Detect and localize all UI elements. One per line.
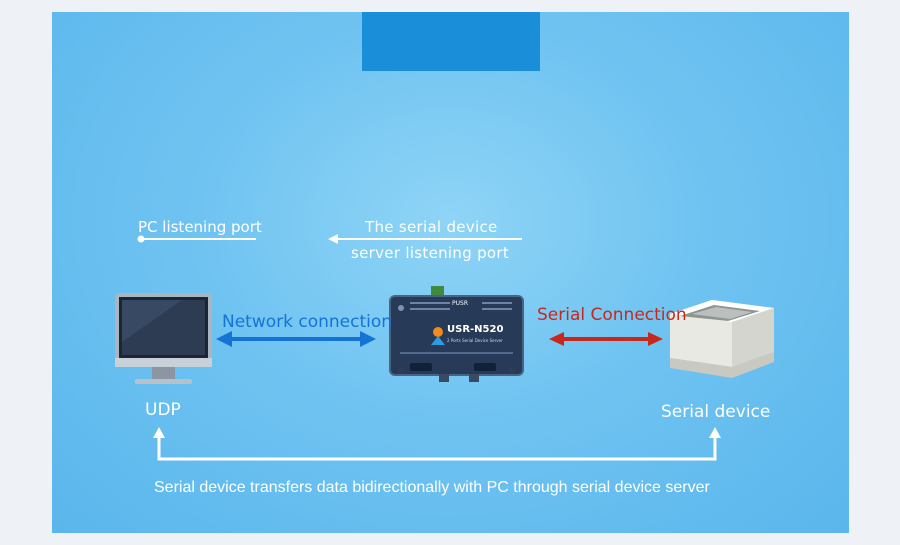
printer-icon <box>670 300 774 378</box>
serial-server-icon <box>389 286 524 382</box>
serial-connection-arrow <box>549 332 663 346</box>
device-brand: PUSR <box>452 300 468 307</box>
network-connection-arrow <box>216 331 376 347</box>
pc-listening-port-label: PC listening port <box>138 218 262 236</box>
bidirectional-bracket <box>153 427 721 461</box>
udp-label: UDP <box>145 400 181 420</box>
device-subtitle: 2 Ports Serial Device Server <box>447 338 503 343</box>
serial-device-label: Serial device <box>661 402 771 422</box>
header-tab <box>362 12 540 71</box>
diagram-graphics: PUSR USR-N520 2 Ports Serial Device Serv… <box>115 234 774 461</box>
server-listening-port-label-line1: The serial device <box>365 218 498 236</box>
monitor-icon <box>115 293 212 384</box>
diagram-panel: PUSR USR-N520 2 Ports Serial Device Serv… <box>52 12 849 533</box>
serial-connection-label: Serial Connection <box>537 305 687 325</box>
pc-port-underline <box>137 235 256 243</box>
device-model: USR-N520 <box>447 324 503 335</box>
server-listening-port-label-line2: server listening port <box>351 244 510 262</box>
network-connection-label: Network connection <box>222 312 393 332</box>
diagram-caption: Serial device transfers data bidirection… <box>154 479 710 496</box>
server-port-arrow <box>328 234 522 244</box>
